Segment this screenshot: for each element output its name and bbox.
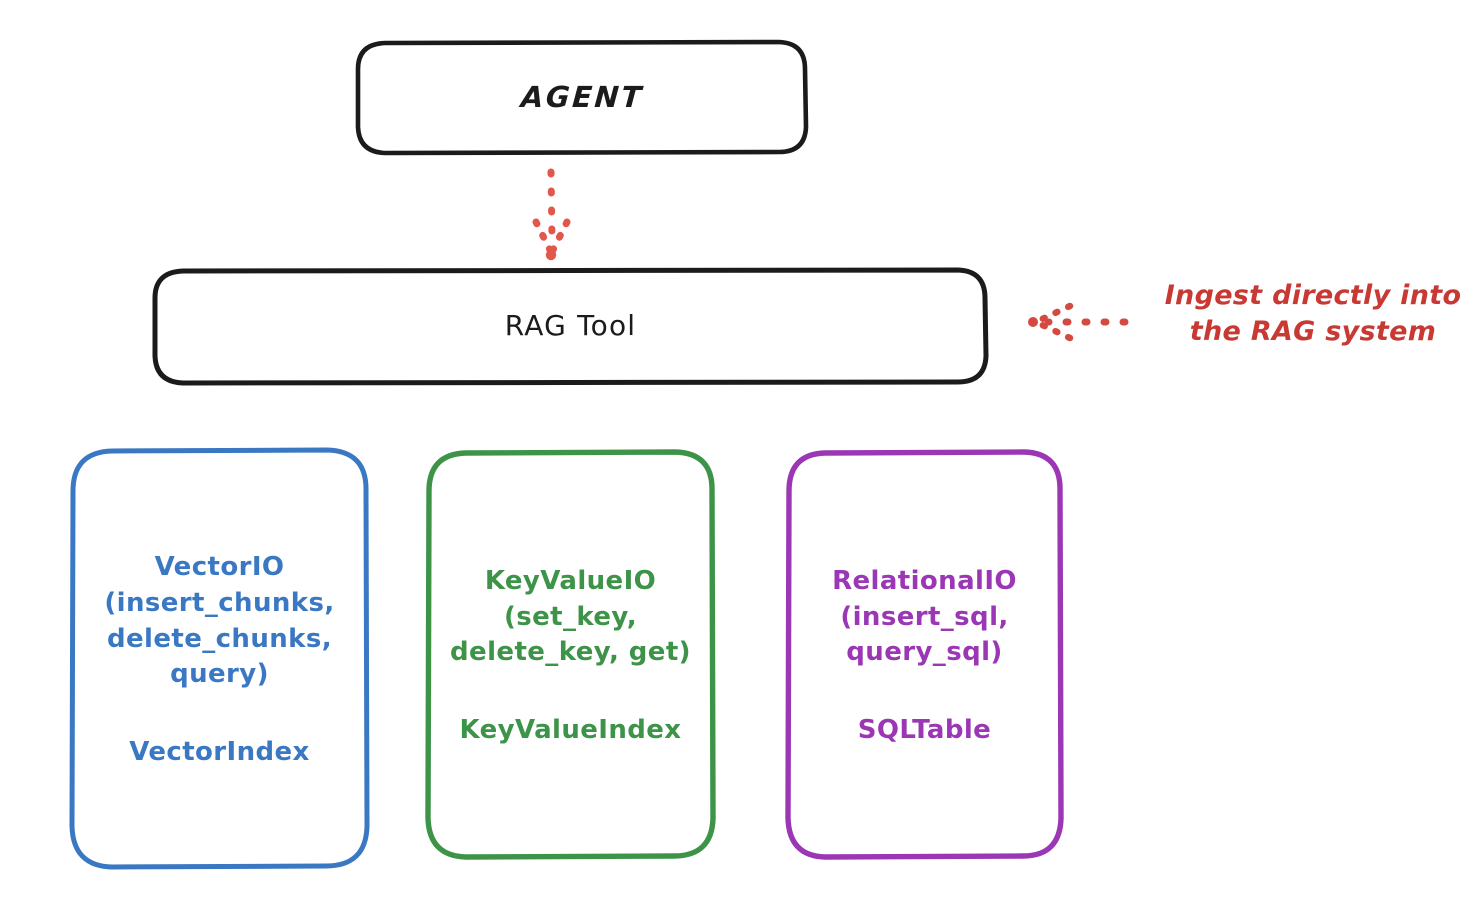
node-key-value-io[interactable]: KeyValueIO (set_key, delete_key, get) Ke… — [428, 452, 713, 857]
node-relational-io-api-label: RelationalIO (insert_sql, query_sql) — [832, 565, 1017, 668]
node-rag-tool-label: RAG Tool — [504, 309, 637, 343]
node-vector-io-content: VectorIO (insert_chunks, delete_chunks, … — [72, 550, 367, 768]
node-vector-io-index-label: VectorIndex — [129, 737, 310, 768]
node-agent-label: AGENT — [519, 80, 645, 115]
agent-to-rag-tool-connector — [532, 168, 571, 261]
node-agent[interactable]: AGENT — [358, 42, 806, 154]
node-key-value-io-index-label: KeyValueIndex — [459, 715, 682, 746]
node-vector-io[interactable]: VectorIO (insert_chunks, delete_chunks, … — [72, 450, 367, 867]
node-relational-io-content: RelationalIO (insert_sql, query_sql) SQL… — [788, 564, 1061, 746]
ingest-annotation: Ingest directly into the RAG system — [1148, 278, 1478, 351]
relational-io-card-outline — [785, 449, 1064, 860]
vector-io-card-outline — [69, 447, 370, 870]
rag-tool-box-outline — [152, 267, 989, 386]
ingest-arrow-connector — [1028, 302, 1129, 342]
node-rag-tool[interactable]: RAG Tool — [155, 270, 986, 383]
node-relational-io-index-label: SQLTable — [857, 715, 992, 746]
node-vector-io-api-label: VectorIO (insert_chunks, delete_chunks, … — [104, 551, 335, 690]
node-key-value-io-content: KeyValueIO (set_key, delete_key, get) Ke… — [428, 564, 713, 746]
ingest-annotation-text: Ingest directly into the RAG system — [1164, 280, 1462, 348]
node-relational-io[interactable]: RelationalIO (insert_sql, query_sql) SQL… — [788, 452, 1061, 857]
node-key-value-io-api-label: KeyValueIO (set_key, delete_key, get) — [450, 565, 691, 668]
agent-box-outline — [355, 39, 809, 156]
key-value-io-card-outline — [425, 449, 716, 860]
